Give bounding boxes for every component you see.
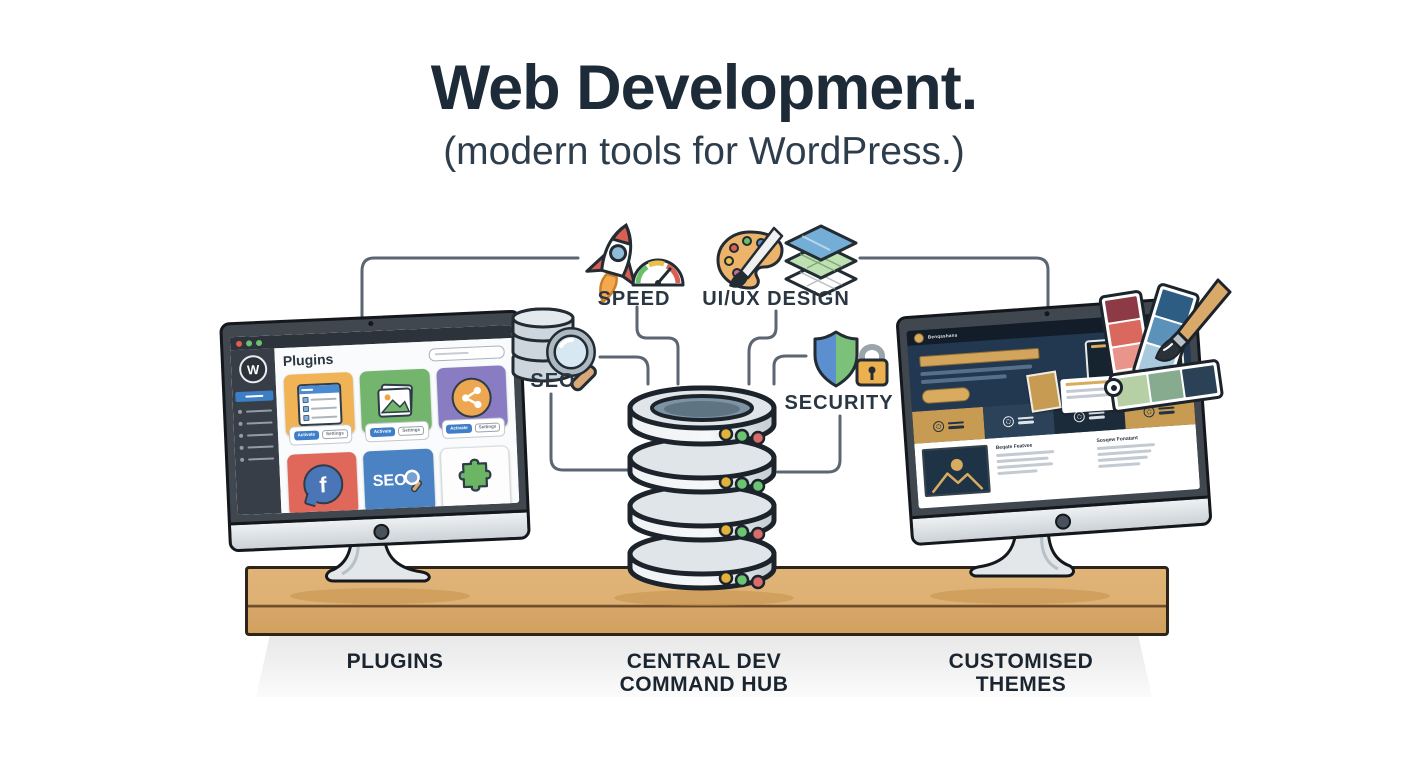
theme-brand: Benqashans xyxy=(927,332,958,340)
content-column: Beqate Featvee xyxy=(995,438,1092,509)
right-monitor-stand xyxy=(969,523,1075,578)
sidebar-item[interactable] xyxy=(237,408,273,414)
sidebar-item-active[interactable] xyxy=(235,390,274,403)
window-dot-red xyxy=(235,340,243,347)
seo-label: SEO xyxy=(530,370,576,392)
power-button[interactable] xyxy=(373,523,390,541)
theme-logo-icon xyxy=(913,332,925,344)
sidebar-item[interactable] xyxy=(238,432,274,438)
paintbrush-icon xyxy=(1154,278,1232,362)
admin-sidebar: W xyxy=(230,348,282,516)
speed-rocket-icon xyxy=(585,222,637,304)
content-section: Beqate Featvee Sosqew Fonatant xyxy=(914,424,1201,509)
uiux-layers-icon xyxy=(784,224,858,298)
left-monitor-plugins: W Plugins xyxy=(219,309,531,553)
uiux-palette-icon xyxy=(716,226,784,290)
window-dot-green xyxy=(245,339,253,347)
swatch-pivot-dot xyxy=(1104,378,1123,397)
right-monitor-shadow xyxy=(930,588,1110,604)
plugin-card-facebook[interactable]: f xyxy=(286,451,359,516)
media-icon xyxy=(377,383,413,418)
page-subtitle: (modern tools for WordPress.) xyxy=(443,130,965,173)
settings-button[interactable]: Settings xyxy=(321,428,349,440)
share-icon xyxy=(451,376,493,419)
feature-tile[interactable] xyxy=(912,406,985,444)
sidebar-item[interactable] xyxy=(238,420,273,426)
seo-database-magnifier-icon xyxy=(511,307,597,392)
hero-text-line xyxy=(920,364,1033,376)
plugins-heading: Plugins xyxy=(282,350,334,369)
label-central-dev: CENTRAL DEV COMMAND HUB xyxy=(619,650,789,696)
security-shield-lock-icon xyxy=(813,330,889,388)
speed-label: SPEED xyxy=(597,288,671,310)
label-plugins: PLUGINS xyxy=(346,650,444,673)
activate-button[interactable]: Activate xyxy=(293,430,320,441)
plugin-card-seo[interactable]: SEO xyxy=(363,448,436,514)
settings-button[interactable]: Settings xyxy=(398,425,425,437)
color-swatch-fan xyxy=(1097,278,1234,414)
webcam-dot-icon xyxy=(1043,311,1050,317)
wordpress-logo: W xyxy=(238,354,268,384)
activate-button[interactable]: Activate xyxy=(445,424,472,434)
hero-image-tile xyxy=(1026,370,1062,413)
seo-magnifier-icon xyxy=(404,469,423,493)
window-dot-green xyxy=(255,339,263,346)
activate-button[interactable]: Activate xyxy=(369,427,396,437)
server-leds xyxy=(718,426,766,590)
plugin-card-forms[interactable]: Activate Settings xyxy=(283,371,356,446)
central-server-stack xyxy=(627,385,777,591)
hero-text-line xyxy=(920,374,1007,384)
content-column: Sosqew Fonatant xyxy=(1096,431,1193,502)
sidebar-item[interactable] xyxy=(240,456,275,462)
facebook-icon: f xyxy=(302,463,344,508)
plugin-card-share[interactable]: Activate Settings xyxy=(435,365,508,440)
sidebar-item[interactable] xyxy=(239,444,274,450)
uiux-label: UI/UX DESIGN xyxy=(702,288,850,310)
power-button[interactable] xyxy=(1054,513,1072,531)
content-image-placeholder xyxy=(921,444,991,498)
webcam-dot-icon xyxy=(367,320,373,327)
plugins-admin-screen: W Plugins xyxy=(229,324,520,516)
floor-shadow xyxy=(256,633,1152,697)
settings-button[interactable]: Settings xyxy=(474,422,501,433)
seo-card-text: SEO xyxy=(372,471,407,491)
left-monitor-shadow xyxy=(290,588,470,604)
content-heading: Sosqew Fonatant xyxy=(1096,435,1139,445)
puzzle-icon xyxy=(458,458,492,492)
plugin-card-media[interactable]: Activate Settings xyxy=(359,368,432,443)
hero-cta-button[interactable] xyxy=(921,386,971,405)
plugin-card-addon[interactable] xyxy=(439,445,512,513)
label-customised-themes: CUSTOMISED THEMES xyxy=(948,650,1094,696)
speed-gauge-icon xyxy=(631,258,685,287)
content-heading: Beqate Featvee xyxy=(995,442,1033,452)
server-shadow xyxy=(614,590,794,606)
search-input[interactable] xyxy=(428,344,505,362)
forms-icon xyxy=(296,382,343,427)
page-title: Web Development. xyxy=(430,53,978,123)
security-label: SECURITY xyxy=(784,392,894,414)
